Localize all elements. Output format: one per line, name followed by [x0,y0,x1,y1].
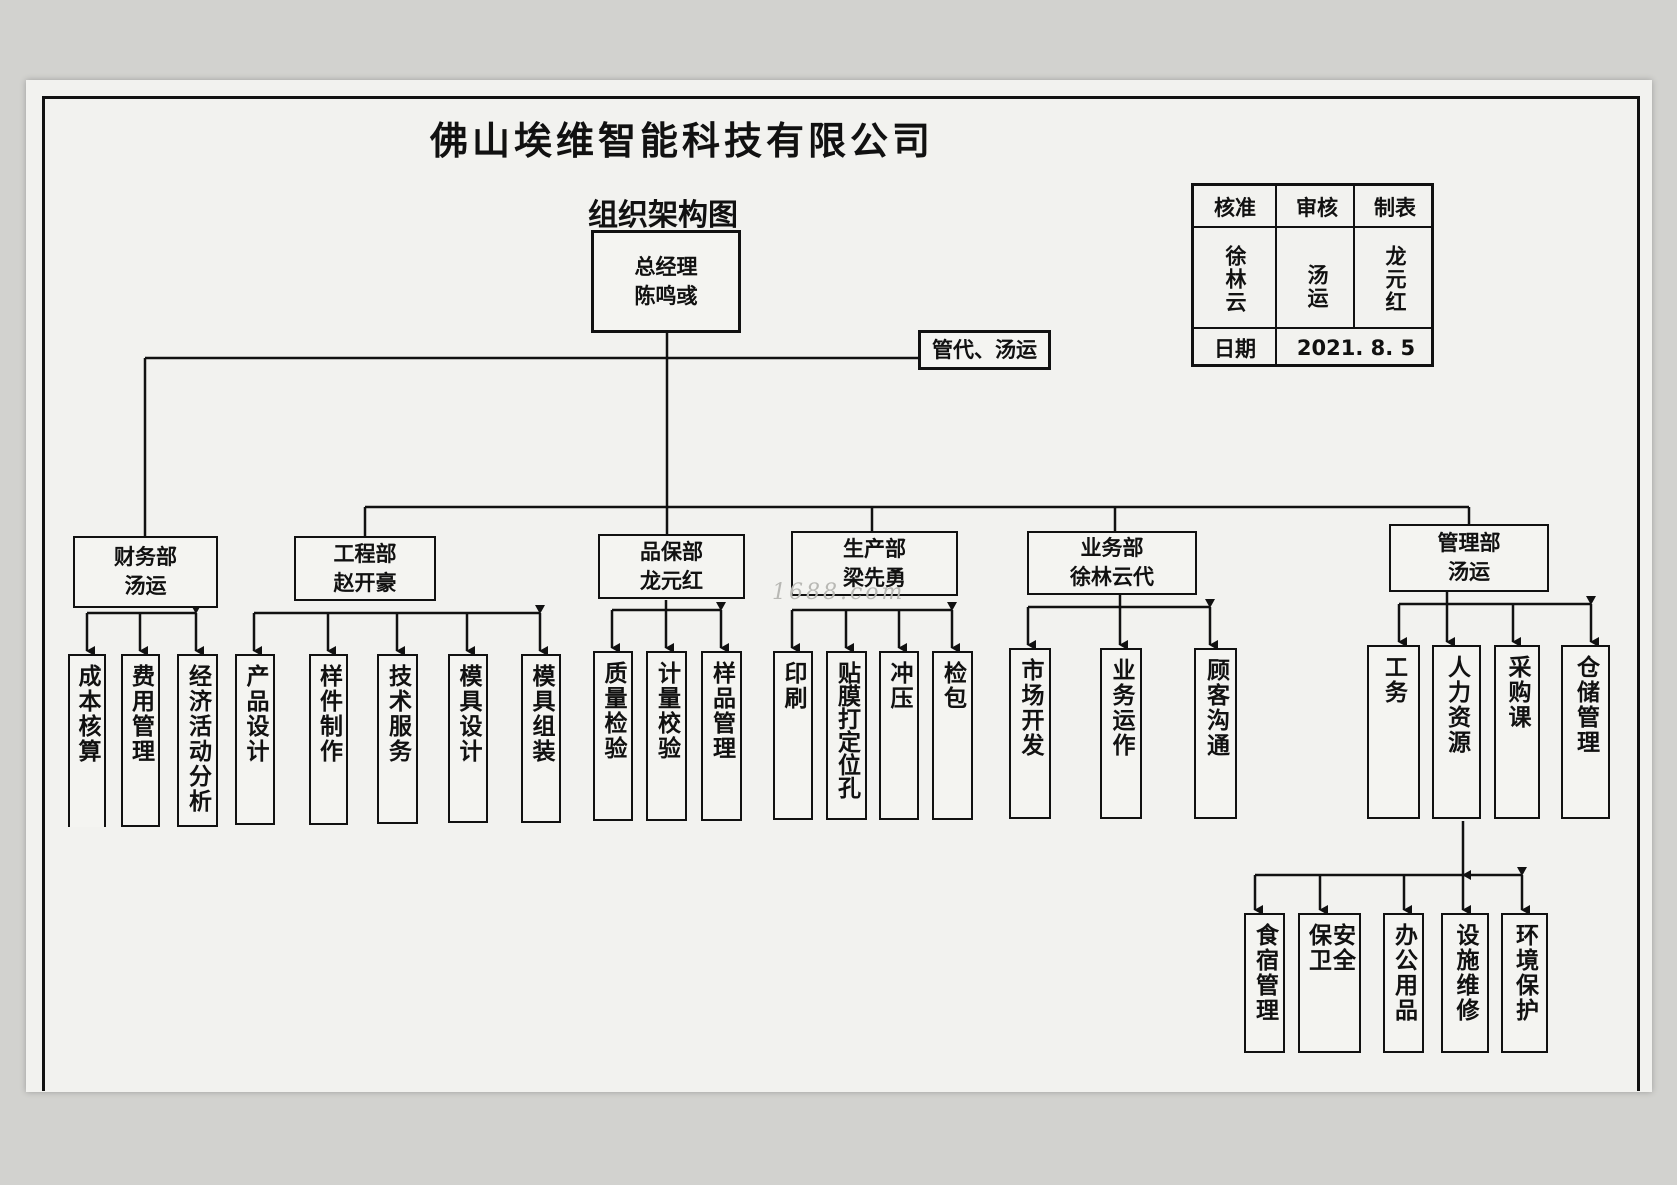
unit-office-supplies-label: 办公用品 [1390,923,1417,1023]
chart-title: 组织架构图 [588,198,738,233]
management-rep-box: 管代、汤运 [918,330,1051,370]
dept-engineering-head: 赵开豪 [333,570,397,595]
unit-printing-label: 印刷 [780,661,806,711]
unit-general-affairs-label: 工务 [1380,655,1407,705]
management-rep-label: 管代、汤运 [932,337,1037,362]
dept-production-box: 生产部 梁先勇 [791,531,958,596]
unit-quality-inspection: 质量检验 [593,651,633,821]
unit-inspection-packing: 检包 [932,651,973,820]
frame-top-border [42,96,1640,99]
unit-film-punching-label: 贴膜打定位孔 [833,661,860,799]
general-manager-name: 陈鸣彧 [634,283,698,308]
unit-economic-analysis: 经济活动分析 [177,654,218,827]
unit-mold-assembly-label: 模具组装 [528,664,554,764]
dept-finance-title: 财务部 [114,545,177,569]
unit-customer-communication-label: 顾客沟通 [1202,658,1229,758]
general-manager-box: 总经理 陈鸣彧 [591,230,741,333]
unit-facility-maintenance-label: 设施维修 [1452,923,1478,1023]
unit-technical-service-label: 技术服务 [384,664,411,764]
dept-quality-box: 品保部 龙元红 [598,534,745,599]
unit-general-affairs: 工务 [1367,645,1420,819]
unit-human-resources: 人力资源 [1432,645,1481,819]
watermark: 1688.com [772,580,906,605]
approval-date-value: 2021. 8. 5 [1296,336,1416,360]
unit-product-design-label: 产品设计 [242,664,268,764]
unit-metrology-calibration: 计量校验 [646,651,687,821]
dept-quality-head: 龙元红 [640,568,703,593]
unit-security-label: 安全保卫 [1304,923,1355,973]
unit-economic-analysis-label: 经济活动分析 [184,664,211,814]
dept-engineering-box: 工程部 赵开豪 [294,536,436,601]
approval-header-prepare: 制表 [1374,196,1416,220]
approval-header-approve: 核准 [1214,196,1256,220]
general-manager-title: 总经理 [634,254,698,279]
unit-cost-accounting: 成本核算 [68,654,106,827]
unit-purchasing-label: 采购课 [1504,655,1530,730]
unit-mold-design-label: 模具设计 [455,664,481,764]
unit-stamping-label: 冲压 [886,661,912,711]
unit-stamping: 冲压 [879,651,919,820]
dept-sales-head: 徐林云代 [1070,565,1154,589]
unit-market-development-label: 市场开发 [1017,658,1043,758]
unit-quality-inspection-label: 质量检验 [600,661,626,761]
unit-sample-management: 样品管理 [701,651,742,821]
unit-dining-lodging: 食宿管理 [1244,913,1285,1053]
unit-sample-making-label: 样件制作 [315,664,342,764]
dept-production-head: 梁先勇 [843,565,906,590]
unit-facility-maintenance: 设施维修 [1441,913,1489,1053]
unit-environmental-protection: 环境保护 [1501,913,1548,1053]
unit-expense-management: 费用管理 [121,654,160,827]
unit-warehouse-management-label: 仓储管理 [1572,655,1599,755]
company-name: 佛山埃维智能科技有限公司 [430,119,935,163]
dept-sales-title: 业务部 [1080,536,1144,560]
unit-business-operation: 业务运作 [1100,648,1142,819]
unit-mold-design: 模具设计 [448,654,488,823]
unit-office-supplies: 办公用品 [1383,913,1424,1053]
approval-table: 核准 审核 制表 徐林云 汤运 龙元红 日期 2021. 8. 5 [1191,183,1434,367]
dept-production-title: 生产部 [843,536,906,561]
approval-signer-approve: 徐林云 [1223,245,1247,314]
unit-film-punching: 贴膜打定位孔 [826,651,867,820]
unit-expense-management-label: 费用管理 [127,664,154,764]
unit-cost-accounting-label: 成本核算 [74,664,100,764]
dept-finance-box: 财务部 汤运 [73,536,218,608]
dept-management-title: 管理部 [1437,531,1501,555]
unit-sample-management-label: 样品管理 [708,661,735,761]
dept-management-box: 管理部 汤运 [1389,524,1549,592]
unit-business-operation-label: 业务运作 [1108,658,1134,758]
approval-header-review: 审核 [1296,196,1338,220]
dept-sales-box: 业务部 徐林云代 [1027,531,1197,595]
unit-dining-lodging-label: 食宿管理 [1251,923,1278,1023]
unit-security: 安全保卫 [1298,913,1361,1053]
dept-finance-head: 汤运 [124,574,167,598]
unit-inspection-packing-label: 检包 [939,661,966,711]
unit-purchasing: 采购课 [1494,645,1540,819]
approval-grid-lines [1191,183,1434,367]
dept-quality-title: 品保部 [640,539,703,564]
unit-warehouse-management: 仓储管理 [1561,645,1610,819]
unit-technical-service: 技术服务 [377,654,418,824]
unit-metrology-calibration-label: 计量校验 [653,661,680,761]
unit-sample-making: 样件制作 [309,654,348,825]
approval-date-label: 日期 [1214,337,1256,361]
unit-product-design: 产品设计 [235,654,275,825]
dept-engineering-title: 工程部 [333,541,397,566]
approval-signer-review: 汤运 [1305,264,1329,310]
unit-environmental-protection-label: 环境保护 [1511,923,1538,1023]
unit-market-development: 市场开发 [1009,648,1051,819]
unit-customer-communication: 顾客沟通 [1194,648,1237,819]
unit-printing: 印刷 [773,651,813,820]
frame-right-border [1637,96,1640,1091]
unit-mold-assembly: 模具组装 [521,654,561,823]
unit-human-resources-label: 人力资源 [1443,655,1470,755]
dept-management-head: 汤运 [1448,560,1490,584]
approval-signer-prepare: 龙元红 [1383,245,1407,314]
frame-left-border [42,96,45,1091]
